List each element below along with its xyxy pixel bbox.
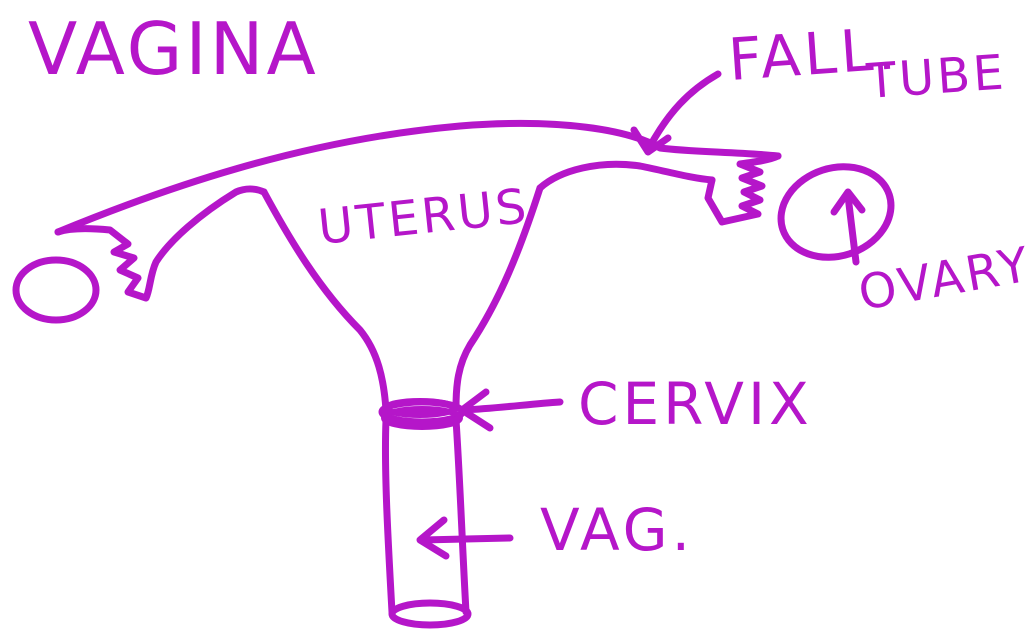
vaginal-canal-left-wall xyxy=(385,420,392,612)
left-fimbriae xyxy=(58,189,264,298)
right-fimbriae xyxy=(708,156,778,222)
cervix-arrow xyxy=(462,392,560,428)
ovary-label: OVARY xyxy=(854,236,1033,321)
diagram-title: VAGINA xyxy=(28,7,319,91)
fallopian-tube-label-line2: TUBE xyxy=(864,44,1008,110)
cervix-label: CERVIX xyxy=(578,370,813,438)
vagina-label: VAG. xyxy=(540,496,694,564)
left-ovary xyxy=(16,260,96,320)
vaginal-opening xyxy=(392,603,468,625)
uterus-label: UTERUS xyxy=(315,178,531,256)
cervix-band xyxy=(382,401,462,427)
vaginal-canal-right-wall xyxy=(456,420,466,612)
right-tube-lower xyxy=(540,164,712,188)
